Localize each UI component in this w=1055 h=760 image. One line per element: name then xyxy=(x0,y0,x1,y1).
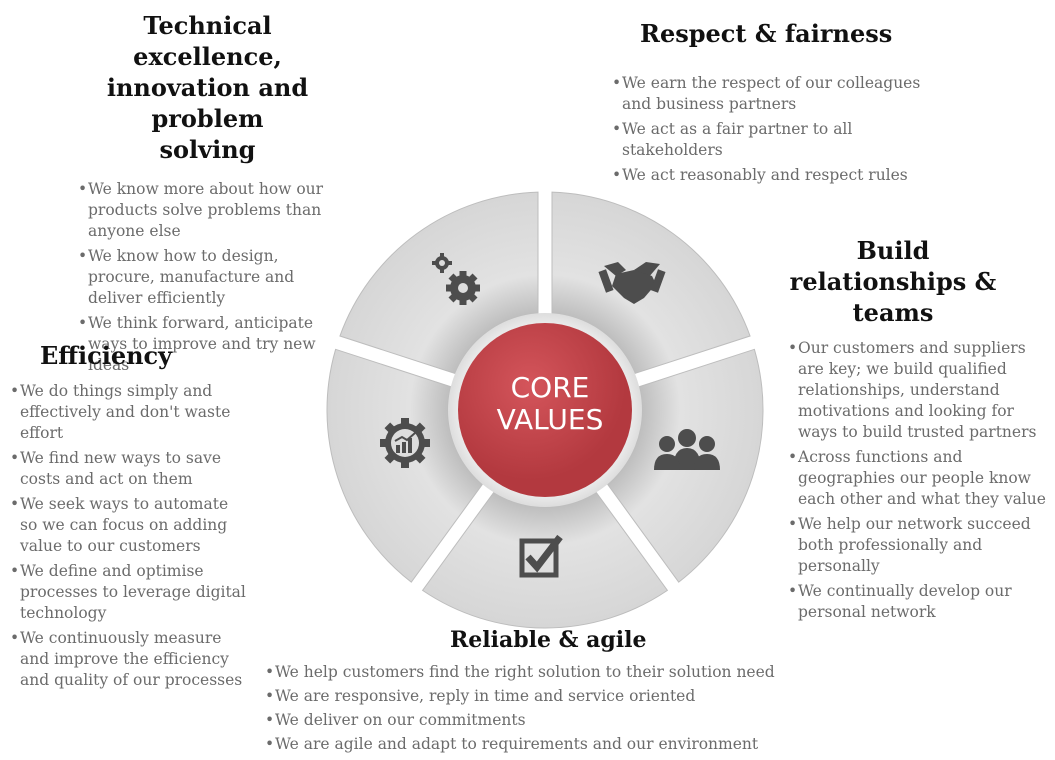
title-line: Build xyxy=(856,236,930,265)
respect-fairness-section: Respect & fairness We earn the respect o… xyxy=(612,18,942,190)
handshake-icon xyxy=(598,262,666,304)
bullet-item: Across functions and geographies our peo… xyxy=(788,447,1050,510)
segment-technical xyxy=(339,191,539,375)
bullet-item: We know how to design, procure, manufact… xyxy=(78,246,340,309)
title-line: teams xyxy=(852,298,934,327)
title-line: innovation and problem xyxy=(106,73,309,133)
growth-chart-badge-icon xyxy=(380,418,430,468)
title-line: solving xyxy=(159,135,256,164)
bullet-item: We know more about how our products solv… xyxy=(78,179,340,242)
bullet-item: We deliver on our commitments xyxy=(265,710,825,731)
core-label-line2: VALUES xyxy=(497,403,604,436)
reliable-agile-title: Reliable & agile xyxy=(450,627,647,653)
efficiency-section: Efficiency We do things simply and effec… xyxy=(10,340,246,695)
bullet-item: We act as a fair partner to all stakehol… xyxy=(612,119,942,161)
bullet-item: We continuously measure and improve the … xyxy=(10,628,246,691)
bullet-item: We earn the respect of our colleagues an… xyxy=(612,73,942,115)
bullet-item: We seek ways to automate so we can focus… xyxy=(10,494,246,557)
reliable-agile-section: Reliable & agile We help customers find … xyxy=(265,625,825,755)
title-line: relationships & xyxy=(789,267,997,296)
technical-excellence-title: Technical excellence, innovation and pro… xyxy=(70,10,345,165)
title-line: Technical excellence, xyxy=(133,11,282,71)
core-values-circle xyxy=(458,323,632,497)
bullet-item: We continually develop our personal netw… xyxy=(788,581,1050,623)
bullet-item: We are responsive, reply in time and ser… xyxy=(265,686,825,707)
bullet-item: We think forward, anticipate ways to imp… xyxy=(78,313,340,376)
bullet-item: We define and optimise processes to leve… xyxy=(10,561,246,624)
build-relationships-title: Build relationships & teams xyxy=(788,235,998,328)
checkbox-icon xyxy=(519,534,563,578)
bullet-item: We do things simply and effectively and … xyxy=(10,381,246,444)
bullet-item: We are agile and adapt to requirements a… xyxy=(265,734,825,755)
bullet-item: We act reasonably and respect rules xyxy=(612,165,942,186)
bullet-item: We help customers find the right solutio… xyxy=(265,662,825,683)
technical-excellence-section: Technical excellence, innovation and pro… xyxy=(70,10,345,380)
efficiency-title: Efficiency xyxy=(40,341,173,370)
bullet-item: Our customers and suppliers are key; we … xyxy=(788,338,1050,443)
bullet-item: We find new ways to save costs and act o… xyxy=(10,448,246,490)
gears-icon xyxy=(432,253,480,305)
people-group-icon xyxy=(654,429,720,470)
bullet-item: We help our network succeed both profess… xyxy=(788,514,1050,577)
respect-fairness-title: Respect & fairness xyxy=(640,19,893,48)
core-label-line1: CORE xyxy=(511,371,590,404)
build-relationships-section: Build relationships & teams Our customer… xyxy=(788,235,1050,627)
